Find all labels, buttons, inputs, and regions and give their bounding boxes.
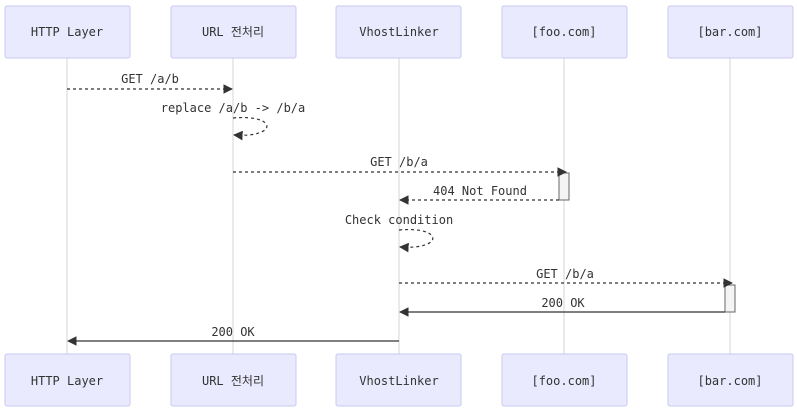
message-get-b-a-bar: GET /b/a — [399, 267, 733, 288]
actor-top-bar: [bar.com] — [667, 5, 794, 59]
message-label: 200 OK — [541, 296, 585, 310]
message-label: GET /a/b — [121, 72, 179, 86]
actor-label: HTTP Layer — [31, 25, 103, 39]
actor-label: [foo.com] — [531, 374, 596, 388]
actor-label: URL 전처리 — [202, 374, 264, 388]
message-label: GET /b/a — [536, 267, 594, 281]
actor-label: VhostLinker — [359, 25, 438, 39]
message-label: 200 OK — [211, 325, 255, 339]
actor-bottom-url: URL 전처리 — [170, 353, 297, 407]
actor-label: HTTP Layer — [31, 374, 103, 388]
actor-bottom-foo: [foo.com] — [501, 353, 628, 407]
actor-label: [bar.com] — [697, 25, 762, 39]
actor-top-http: HTTP Layer — [4, 5, 131, 59]
actor-bottom-vhost: VhostLinker — [335, 353, 462, 407]
message-200-bar: 200 OK — [399, 296, 725, 317]
actor-top-vhost: VhostLinker — [335, 5, 462, 59]
message-label: GET /b/a — [370, 155, 428, 169]
actor-label: URL 전처리 — [202, 25, 264, 39]
message-replace: replace /a/b -> /b/a — [161, 101, 306, 141]
message-404: 404 Not Found — [399, 184, 559, 205]
message-label: 404 Not Found — [433, 184, 527, 198]
message-get-b-a-foo: GET /b/a — [233, 155, 567, 177]
actor-label: [bar.com] — [697, 374, 762, 388]
actor-bottom-http: HTTP Layer — [4, 353, 131, 407]
activation-foo — [558, 172, 570, 201]
activation-bar — [724, 284, 736, 313]
message-label: Check condition — [345, 213, 453, 227]
message-get-a-b: GET /a/b — [67, 72, 233, 94]
actor-label: [foo.com] — [531, 25, 596, 39]
message-label: replace /a/b -> /b/a — [161, 101, 306, 115]
message-check-condition: Check condition — [345, 213, 453, 253]
actor-bottom-bar: [bar.com] — [667, 353, 794, 407]
message-200-http: 200 OK — [67, 325, 399, 346]
actor-label: VhostLinker — [359, 374, 438, 388]
actor-top-url: URL 전처리 — [170, 5, 297, 59]
actor-top-foo: [foo.com] — [501, 5, 628, 59]
